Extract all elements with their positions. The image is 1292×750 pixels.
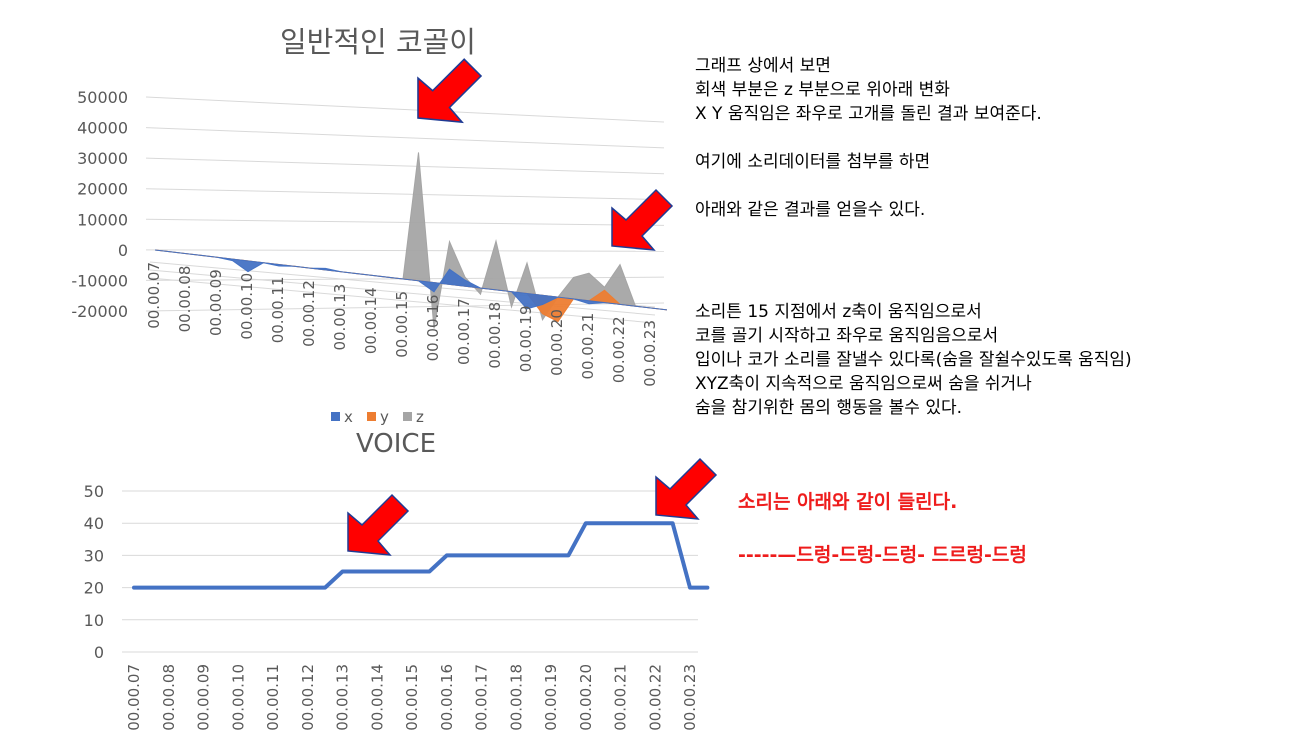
text-line: 코를 골기 시작하고 좌우로 움직임음으로서 (695, 326, 999, 346)
red-arrow-icon (611, 188, 674, 251)
chart2-x-tick: 00.00.17 (473, 664, 491, 731)
chart1-x-tick: 00.00.15 (393, 291, 411, 358)
chart1-gridlines (145, 96, 665, 324)
text-line: 소리튼 15 지점에서 z축이 움직임으로서 (695, 302, 982, 322)
chart1-x-tick-labels: 00.00.07 00.00.08 00.00.09 00.00.10 00.00.11… (145, 262, 659, 387)
text-line (695, 174, 1042, 198)
chart2-y-tick: 20 (84, 579, 104, 598)
text-line: X Y 움직임은 좌우로 고개를 돌린 결과 보여준다. (695, 104, 1042, 124)
chart2-x-tick-labels: 00.00.07 00.00.08 00.00.09 00.00.10 00.00.11… (125, 664, 699, 731)
chart1-x-tick: 00.00.10 (238, 273, 256, 340)
chart2-x-tick: 00.00.07 (125, 664, 143, 731)
chart1-x-tick: 00.00.19 (517, 306, 535, 373)
chart1-legend-label-y: y (380, 408, 389, 426)
chart1-x-tick: 00.00.12 (300, 280, 318, 347)
chart1-y-tick: -10000 (71, 271, 128, 290)
chart1-gridline (145, 218, 665, 226)
chart1-y-tick: -20000 (71, 302, 128, 321)
chart1-gridline (145, 157, 665, 175)
chart2-x-tick: 00.00.08 (160, 664, 178, 731)
chart1-y-tick: 50000 (77, 88, 128, 107)
chart1-x-tick: 00.00.13 (331, 284, 349, 351)
chart1-floor-line (149, 269, 656, 316)
chart1-gridline (145, 127, 665, 149)
text-line: XYZ축이 지속적으로 움직임으로써 숨을 쉬거나 (695, 374, 1032, 394)
chart2-x-tick: 00.00.20 (577, 664, 595, 731)
red-arrow-icon (417, 58, 483, 124)
chart2-y-tick-labels: 50 40 30 20 10 0 (84, 482, 104, 662)
chart1-x-tick: 00.00.22 (610, 316, 628, 383)
chart2-y-tick: 0 (94, 643, 104, 662)
chart1-legend: x y z (331, 408, 424, 426)
text-line: 아래와 같은 결과를 얻을수 있다. (695, 200, 926, 220)
chart1-y-tick: 40000 (77, 119, 128, 138)
chart2-x-tick: 00.00.19 (542, 664, 560, 731)
chart1-legend-label-x: x (344, 408, 353, 426)
red-arrow-annotations (347, 58, 718, 556)
chart1-gridline (145, 96, 665, 123)
chart2-x-tick: 00.00.15 (403, 664, 421, 731)
chart2-y-tick: 10 (84, 611, 104, 630)
chart1-x-tick: 00.00.18 (486, 302, 504, 369)
sound-description: 소리는 아래와 같이 들린다. (738, 491, 958, 513)
chart1-y-tick: 30000 (77, 149, 128, 168)
text-line: 회색 부분은 z 부분으로 위아래 변화 (695, 80, 950, 100)
chart1-x-tick: 00.00.16 (424, 295, 442, 362)
chart1-gridline (145, 188, 665, 201)
chart2-title: VOICE (356, 429, 436, 459)
chart1-x-tick: 00.00.17 (455, 298, 473, 365)
explanation-text-bottom: 소리튼 15 지점에서 z축이 움직임으로서 코를 골기 시작하고 좌우로 움직… (695, 300, 1132, 420)
chart2-x-tick: 00.00.13 (334, 664, 352, 731)
chart2-x-tick: 00.00.16 (438, 664, 456, 731)
chart1-y-tick: 20000 (77, 180, 128, 199)
chart1-title: 일반적인 코골이 (280, 25, 476, 59)
chart1-legend-label-z: z (416, 408, 424, 426)
text-line: 그래프 상에서 보면 (695, 56, 831, 76)
chart2-x-tick: 00.00.18 (507, 664, 525, 731)
chart1-gridline (145, 249, 665, 252)
chart2-y-tick: 50 (84, 482, 104, 501)
chart1-x-tick: 00.00.14 (362, 287, 380, 354)
chart2-x-tick: 00.00.22 (646, 664, 664, 731)
chart1-x-tick: 00.00.08 (176, 266, 194, 333)
text-line: 입이나 코가 소리를 잘낼수 있다록(숨을 잘쉴수있도록 움직임) (695, 350, 1132, 370)
chart1-gridline (145, 302, 665, 312)
chart1-y-tick-labels: 50000 40000 30000 20000 10000 0 -10000 -20000 (71, 88, 128, 321)
chart1-x-tick: 00.00.07 (145, 262, 163, 329)
chart1-legend-swatch-z (403, 412, 412, 421)
text-line: 숨을 참기위한 몸의 행동을 볼수 있다. (695, 398, 963, 418)
chart2-x-tick: 00.00.23 (681, 664, 699, 731)
chart2-y-tick: 30 (84, 546, 104, 565)
chart1-x-tick: 00.00.11 (269, 277, 287, 344)
chart1-x-tick: 00.00.21 (579, 313, 597, 380)
chart2-x-tick: 00.00.12 (299, 664, 317, 731)
chart2-x-tick: 00.00.11 (264, 664, 282, 731)
chart2-x-tick: 00.00.10 (229, 664, 247, 731)
chart1-x-tick: 00.00.23 (641, 320, 659, 387)
chart1-legend-swatch-x (331, 412, 340, 421)
chart2-x-tick: 00.00.09 (195, 664, 213, 731)
chart1-x-tick: 00.00.20 (548, 309, 566, 376)
chart1-y-tick: 0 (118, 241, 128, 260)
chart1-series-x-area (154, 249, 667, 311)
chart1-x-tick: 00.00.09 (207, 269, 225, 336)
red-arrow-icon (655, 457, 718, 520)
chart2-line-series (132, 521, 710, 590)
red-arrow-icon (347, 493, 410, 556)
chart1-legend-swatch-y (367, 412, 376, 421)
chart2-x-tick: 00.00.21 (612, 664, 630, 731)
explanation-text-top: 그래프 상에서 보면 회색 부분은 z 부분으로 위아래 변화 X Y 움직임은… (695, 54, 1042, 222)
chart2-y-tick: 40 (84, 514, 104, 533)
chart1-y-tick: 10000 (77, 210, 128, 229)
chart1-area-series (154, 152, 667, 329)
text-line: 여기에 소리데이터를 첨부를 하면 (695, 152, 931, 172)
chart1-floor-line (149, 277, 656, 324)
chart2-x-tick: 00.00.14 (368, 664, 386, 731)
text-line (695, 126, 1042, 150)
chart2-series-line (132, 521, 710, 590)
sound-onomatopoeia: -----—드렁-드렁-드렁- 드르렁-드렁 (738, 544, 1027, 566)
